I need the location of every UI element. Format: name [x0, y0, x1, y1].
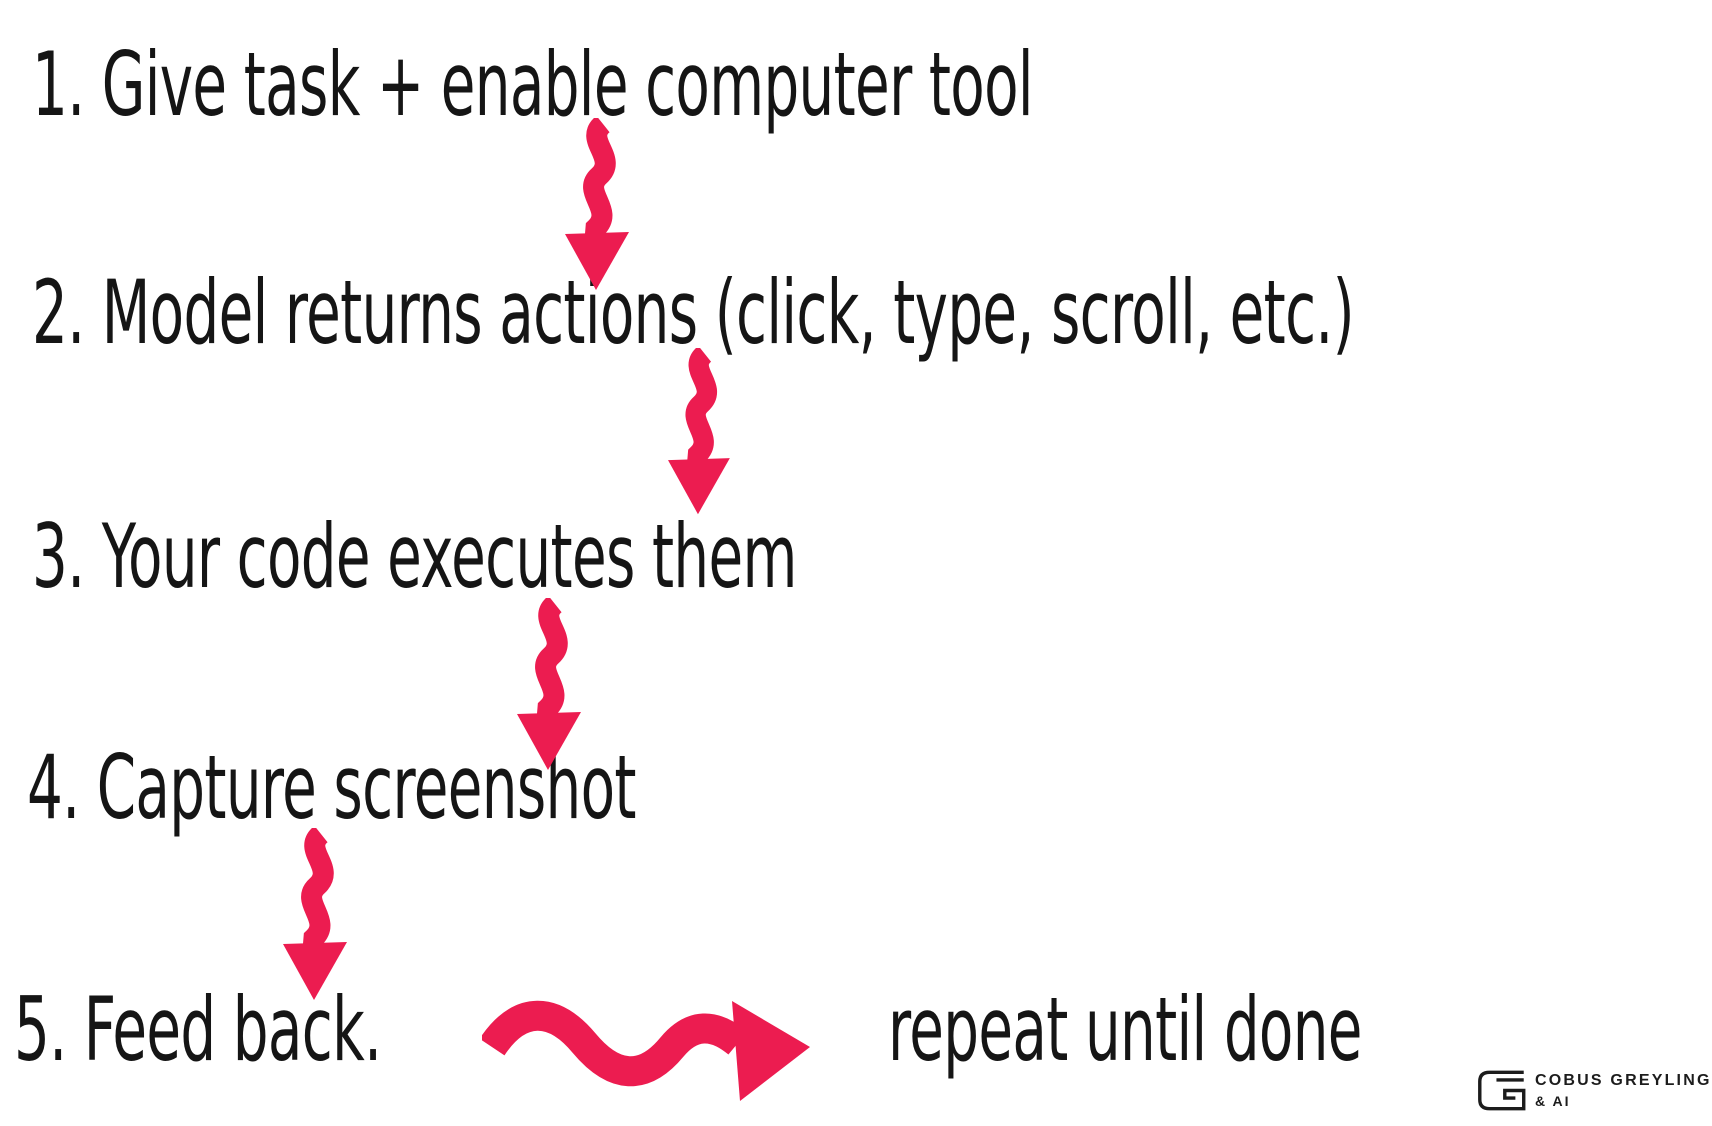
step-4-label: 4. Capture screenshot	[27, 736, 636, 839]
wavy-down-arrow-icon	[668, 348, 730, 515]
repeat-until-done-label: repeat until done	[888, 978, 1362, 1081]
step-5-label: 5. Feed back.	[14, 978, 382, 1081]
step-3-label: 3. Your code executes them	[32, 505, 797, 608]
logo-g-icon	[1478, 1070, 1526, 1111]
wavy-down-arrow-icon	[283, 828, 347, 1000]
logo-text: COBUS GREYLING & AI	[1535, 1072, 1712, 1109]
wavy-right-arrow-icon	[482, 1000, 810, 1101]
step-1-label: 1. Give task + enable computer tool	[32, 33, 1034, 136]
wavy-down-arrow-icon	[517, 598, 581, 770]
logo: COBUS GREYLING & AI	[1476, 1068, 1712, 1113]
step-2-label: 2. Model returns actions (click, type, s…	[32, 261, 1355, 364]
wavy-down-arrow-icon	[565, 118, 629, 290]
logo-suffix: & AI	[1535, 1093, 1571, 1109]
logo-name: COBUS GREYLING	[1535, 1072, 1712, 1089]
